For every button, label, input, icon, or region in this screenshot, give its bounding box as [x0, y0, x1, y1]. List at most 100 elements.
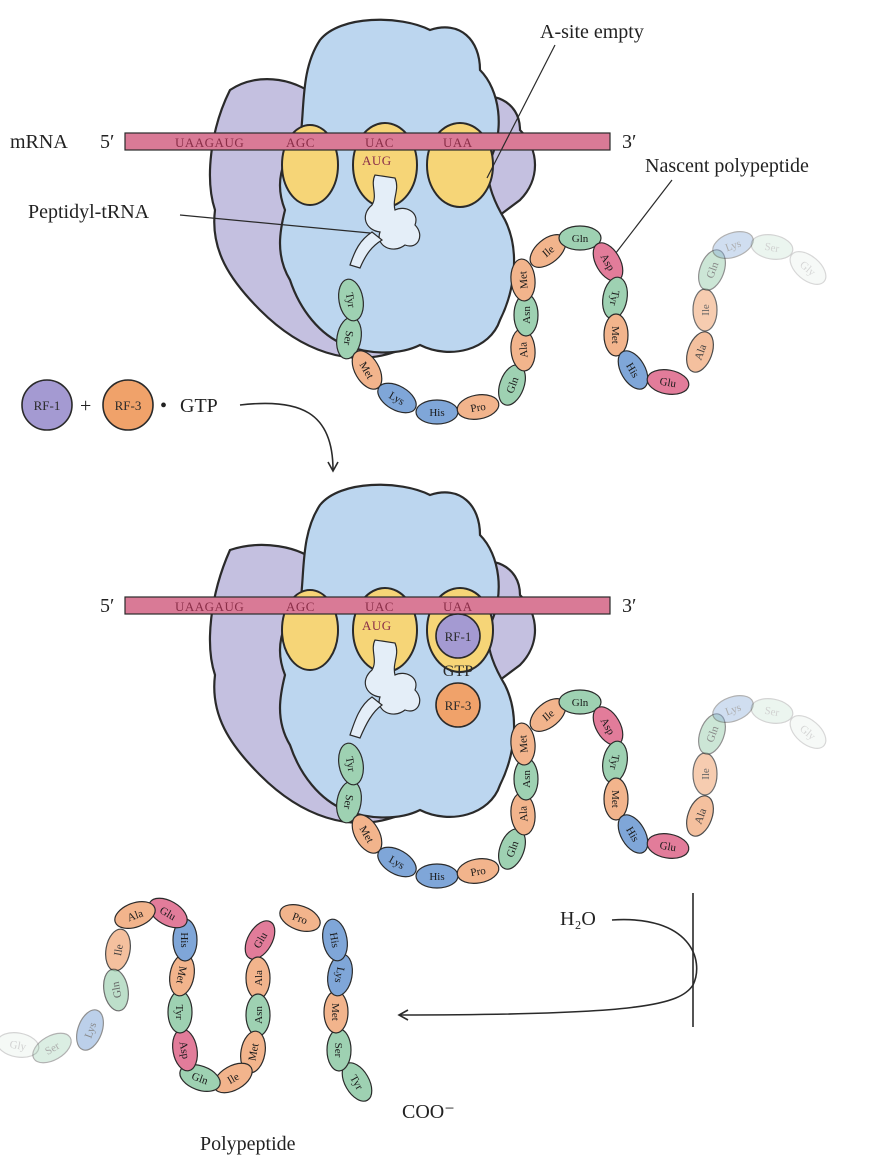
residue-label: Pro: [470, 865, 488, 880]
residue-label: Gly: [9, 1039, 28, 1054]
nascent-residue-lys: Lys: [377, 382, 417, 414]
peptidyl-tRNA-stem-2: [349, 696, 384, 739]
residue-label: Met: [609, 326, 621, 344]
codon-site1-2: AGC: [286, 599, 315, 614]
a-site-label: A-site empty: [540, 21, 644, 43]
residue-label: Glu: [659, 376, 678, 391]
released-residue-glu: Glu: [244, 920, 276, 960]
nascent-residue-ser: Ser: [750, 234, 794, 260]
nascent-label: Nascent polypeptide: [645, 155, 809, 177]
released-residue-tyr: Tyr: [167, 990, 193, 1034]
released-residue-asn: Asn: [245, 993, 271, 1037]
residue-label: Asn: [521, 306, 533, 324]
nascent2-residue-ile: Ile: [692, 752, 718, 796]
released-residue-gly: Gly: [0, 1032, 40, 1058]
coo-label: COO⁻: [402, 1101, 455, 1123]
nascent-residue-glu: Glu: [646, 369, 690, 395]
nascent-residue-asp: Asp: [592, 242, 624, 282]
released-residue-ser: Ser: [326, 1028, 352, 1072]
peptidyl-tRNA: [364, 174, 421, 250]
nascent-residue-pro: Pro: [456, 394, 500, 420]
nascent2-residue-lys: Lys: [377, 846, 417, 878]
released-residue-ile: Ile: [105, 928, 131, 972]
residue-label: Gln: [504, 375, 521, 395]
ribosome-panel-elongation: UAAGAUG AGC UAC UAA AUG mRNA 5′ 3′ A-sit…: [10, 18, 827, 425]
residue-label: Ala: [693, 807, 710, 826]
residue-label: Ile: [700, 768, 712, 780]
released-residue-ala: Ala: [114, 901, 156, 929]
nascent2-residue-glu: Glu: [646, 833, 690, 859]
residue-label: Asn: [253, 1006, 265, 1024]
peptidyl-tRNA-stem: [349, 231, 384, 269]
residue-label: Ser: [332, 1043, 344, 1058]
rf3-bound: [435, 682, 481, 728]
released-residue-gln: Gln: [103, 968, 129, 1012]
residue-label: Lys: [724, 702, 743, 719]
nascent2-residue-ala: Ala: [686, 795, 714, 837]
plus-sign: +: [80, 395, 91, 417]
residue-label: Met: [517, 271, 531, 290]
nascent-residue-gly: Gly: [789, 251, 827, 285]
residue-label: Tyr: [607, 289, 622, 306]
released-residue-lys: Lys: [76, 1009, 104, 1051]
nascent-residue-his: His: [415, 399, 459, 425]
nascent-residue-ile: Ile: [529, 234, 567, 268]
residue-label: Lys: [83, 1021, 100, 1040]
gtp-label: GTP: [180, 395, 218, 417]
h2o-label: H₂O: [560, 908, 596, 930]
nascent-residue-his: His: [617, 350, 649, 390]
residue-label: Met: [174, 965, 189, 985]
released-residue-his: His: [322, 918, 348, 962]
residue-label: His: [429, 407, 444, 419]
residue-label: Met: [517, 735, 531, 754]
five-prime-label: 5′: [100, 131, 114, 153]
nascent-residue-gln: Gln: [498, 364, 526, 406]
residue-label: Gln: [572, 697, 589, 709]
residue-label: Met: [329, 1003, 341, 1021]
rf1-token-label: RF-1: [34, 398, 61, 413]
codon-site2: UAC: [365, 135, 394, 150]
anticodon-2: AUG: [362, 618, 392, 633]
nascent2-residue-met: Met: [351, 814, 383, 854]
nascent-residue-tyr: Tyr: [602, 276, 628, 320]
residue-label: Ser: [764, 241, 781, 255]
residue-label: Ser: [764, 705, 781, 719]
peptidyl-tRNA-2: [364, 639, 421, 715]
nascent2-residue-gly: Gly: [789, 715, 827, 749]
mrna-label: mRNA: [10, 131, 68, 153]
released-residue-pro: Pro: [279, 904, 321, 932]
nascent-residue-ser: Ser: [336, 316, 362, 360]
residue-label: Met: [247, 1042, 262, 1062]
bullet: •: [160, 395, 167, 417]
codon-site2-2: UAC: [365, 599, 394, 614]
nascent-residue-tyr: Tyr: [338, 278, 364, 322]
nascent2-residue-lys: Lys: [712, 695, 754, 723]
nascent2-residue-ser: Ser: [750, 698, 794, 724]
residue-label: Ile: [225, 1071, 241, 1087]
rf1-bound-label: RF-1: [445, 629, 472, 644]
residue-label: His: [327, 932, 341, 949]
nascent-residue-ala: Ala: [686, 331, 714, 373]
residue-label: Asp: [177, 1040, 192, 1060]
nascent-pointer: [611, 179, 673, 259]
mrna-strand-2: [124, 596, 611, 615]
released-residue-ser: Ser: [32, 1032, 72, 1064]
polypeptide-release-panel: H₂O COO⁻ Polypeptide TyrSerMetLysHisProG…: [0, 893, 698, 1155]
residue-label: Gln: [110, 980, 125, 999]
released-residue-met: Met: [323, 990, 349, 1034]
rf3-token-label: RF-3: [115, 398, 142, 413]
released-residue-ala: Ala: [245, 956, 271, 1000]
released-residue-tyr: Tyr: [341, 1062, 373, 1102]
released-residue-gln: Gln: [179, 1064, 221, 1092]
mrna-sequence-left: UAAGAUG: [175, 135, 244, 150]
peptidyl-pointer: [179, 214, 371, 234]
residue-label: Lys: [332, 966, 347, 984]
residue-label: Ala: [517, 341, 530, 358]
residue-label: Met: [609, 790, 621, 808]
residue-label: Tyr: [343, 756, 358, 773]
ribosome-panel-release-factor-bound: UAAGAUG AGC UAC UAA AUG 5′ 3′ RF-1 GTP R…: [100, 483, 827, 889]
nascent2-residue-tyr: Tyr: [338, 742, 364, 786]
nascent-residue-met: Met: [510, 258, 536, 302]
